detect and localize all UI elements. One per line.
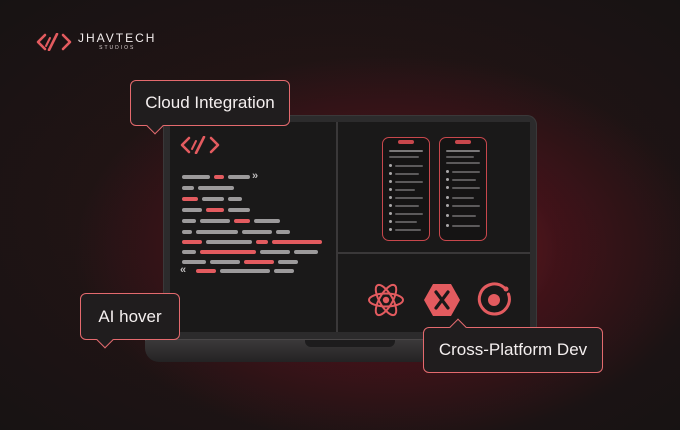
- laptop-notch: [305, 340, 395, 347]
- code-panel: [170, 122, 336, 332]
- phone-mockup-right: [439, 137, 487, 241]
- callout-label: Cloud Integration: [145, 93, 275, 112]
- xamarin-icon: [424, 284, 460, 316]
- code-slash-icon: [36, 32, 72, 51]
- react-icon: [368, 283, 404, 317]
- brand-text: JHAVTECH STUDIOS: [78, 32, 156, 51]
- callout-cross-platform-dev: Cross-Platform Dev: [423, 318, 603, 373]
- screen-divider-horizontal: [338, 252, 530, 254]
- phone-mockup-left: [382, 137, 430, 241]
- chevron-right-icon: »: [252, 170, 258, 182]
- ionic-icon: [477, 282, 511, 316]
- chevron-left-icon: «: [180, 264, 186, 276]
- callout-label: Cross-Platform Dev: [438, 340, 588, 359]
- callout-cloud-integration: Cloud Integration: [130, 80, 290, 135]
- screen-divider-vertical: [336, 122, 338, 332]
- brand-logo: JHAVTECH STUDIOS: [36, 32, 156, 51]
- brand-name: JHAVTECH: [78, 31, 157, 45]
- callout-ai-hover: AI hover: [80, 293, 180, 349]
- code-slash-icon: [180, 136, 220, 154]
- callout-label: AI hover: [98, 306, 162, 326]
- phones-panel: [338, 122, 530, 252]
- brand-subtitle: STUDIOS: [99, 45, 136, 51]
